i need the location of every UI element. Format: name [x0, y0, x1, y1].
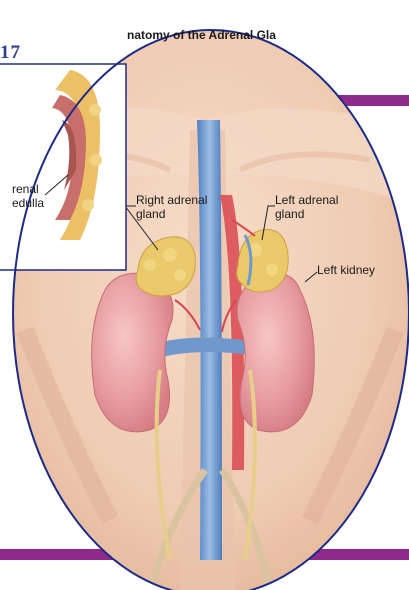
label-right-adrenal-gland: Right adrenal gland	[136, 193, 216, 221]
label-adrenal-medulla: renal edulla	[12, 182, 58, 210]
figure-title: natomy of the Adrenal Gla	[127, 28, 327, 42]
label-left-kidney: Left kidney	[317, 263, 397, 277]
label-left-adrenal-gland: Left adrenal gland	[275, 193, 355, 221]
